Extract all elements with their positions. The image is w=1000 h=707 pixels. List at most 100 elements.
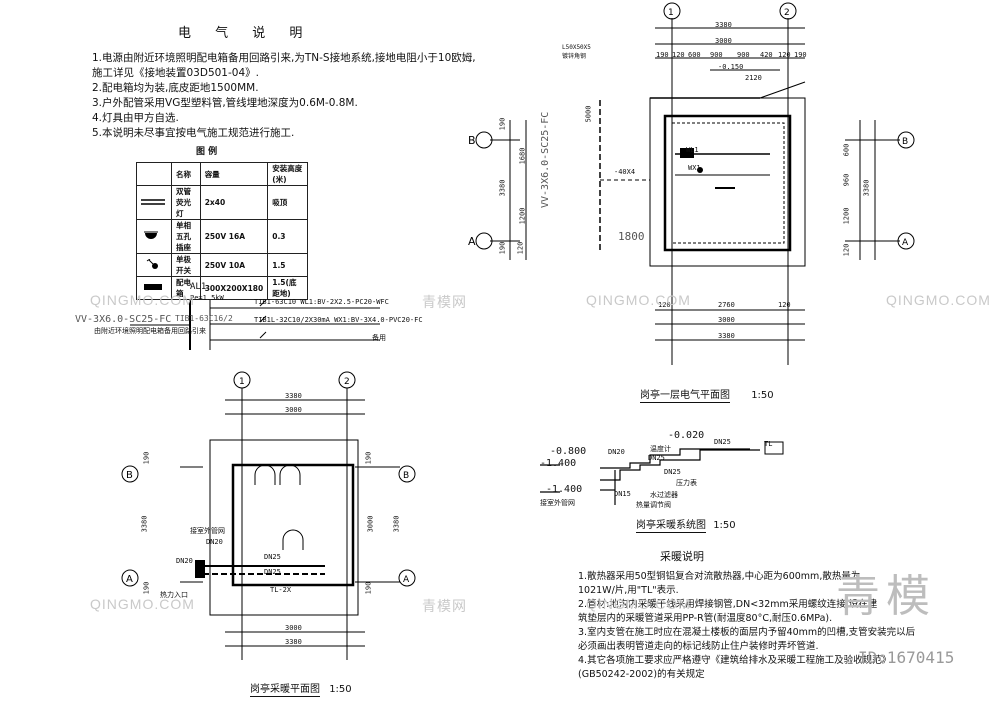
note-line: 1.电源由附近环境照明配电箱备用回路引来,为TN-S接地系统,接地电阻小于10欧… xyxy=(92,52,476,64)
elec-dim-bottom: 2760 xyxy=(718,301,735,309)
heat-note-line: 2.管材:地沟内采暖干线采用焊接钢管,DN<32mm采用螺纹连接,设在建 xyxy=(578,599,878,610)
legend-row: 单相五孔插座 250V 16A 0.3 xyxy=(136,219,308,254)
electrical-plan-drawing: B A B A 1 2 xyxy=(468,2,915,365)
elec-dim-bottom-total: 3380 xyxy=(718,332,735,340)
distribution-box-icon xyxy=(136,276,172,300)
elec-dim-bottom: 120 xyxy=(658,301,671,309)
heat-note-line: 3.室内支管在施工时应在混凝土楼板的面层内予留40mm的凹槽,支管安装完以后 xyxy=(578,627,916,638)
heat-label-radiator: TL-2X xyxy=(270,586,292,594)
heat-note-line: (GB50242-2002)的有关规定 xyxy=(578,669,705,680)
earth-distance-label: 1800 xyxy=(618,230,645,243)
legend-height: 吸顶 xyxy=(267,185,308,220)
elec-dim-top-part: 420 xyxy=(760,51,773,59)
heat-sys-pipe: DN15 xyxy=(614,490,631,498)
earth-conductor-label: -40X4 xyxy=(614,168,636,176)
elec-dim-top-total: 3380 xyxy=(715,21,732,29)
heat-axis-a-right: A xyxy=(403,575,410,585)
legend-name: 双管荧光灯 xyxy=(171,185,201,220)
elec-dim-left-total: 3380 xyxy=(498,179,507,197)
heat-dim-left: 190 xyxy=(142,581,151,595)
watermark-text: QINGMO.COM xyxy=(90,596,195,612)
heat-label-inlet: 热力入口 xyxy=(160,591,188,599)
note-line: 4.灯具由甲方自选. xyxy=(92,112,179,124)
legend-header: 名称 xyxy=(171,162,201,186)
heat-dim-bottom: 3000 xyxy=(285,624,302,632)
heat-sys-label-valve: 热量调节阀 xyxy=(636,501,671,509)
fluorescent-lamp-icon xyxy=(136,185,172,220)
heat-sys-label-filter: 水过滤器 xyxy=(650,491,678,499)
elec-dim-top-part: 190 xyxy=(656,51,669,59)
circuit-label-wx1: WX1 xyxy=(688,164,701,172)
axis-label-a: A xyxy=(468,235,476,248)
legend-height: 1.5 xyxy=(267,253,308,277)
heat-sys-level: -0.020 xyxy=(668,430,705,441)
heat-sys-pipe: DN25 xyxy=(664,468,681,476)
socket-icon xyxy=(136,219,172,254)
elec-dim-window: 2120 xyxy=(745,74,762,82)
box-label: AL1 xyxy=(190,282,207,292)
elec-dim-left-inner: 5000 xyxy=(584,105,593,123)
axis-label-b: B xyxy=(468,134,476,147)
heat-dim-left: 190 xyxy=(142,451,151,465)
legend-row: 双管荧光灯 2x40 吸顶 xyxy=(136,185,308,220)
heat-label-pipe: DN25 xyxy=(264,553,281,561)
watermark-logo: 青模 xyxy=(836,571,936,622)
heat-axis-b: B xyxy=(126,470,133,481)
elec-plan-title: 岗亭一层电气平面图 1:50 xyxy=(640,386,774,403)
spare-label: 备用 xyxy=(372,334,386,342)
heat-label-pipe: DN20 xyxy=(206,538,223,546)
legend-height: 0.3 xyxy=(267,219,308,254)
elec-dim-bottom: 120 xyxy=(778,301,791,309)
heat-sys-label-thermometer: 温度计 xyxy=(650,445,671,453)
elec-dim-top-inner: 3000 xyxy=(715,37,732,45)
elec-dim-right-total: 3380 xyxy=(862,179,871,197)
heat-note-line: 必须画出表明管道走向的标记线防止住户装修时弄坏管道. xyxy=(578,641,819,652)
axis-label-1: 1 xyxy=(668,8,674,18)
watermark-text: QINGMO.COM xyxy=(586,292,691,308)
elec-dim-left: 1680 xyxy=(518,147,527,165)
legend-name: 单极开关 xyxy=(171,253,201,277)
source-note: 由附近环境照明配电箱备用回路引来 xyxy=(94,327,206,335)
legend-name: 单相五孔插座 xyxy=(171,219,201,254)
legend-capacity: 2x40 xyxy=(199,185,269,220)
heat-dim-right-total: 3380 xyxy=(392,515,401,533)
heat-dim-right: 3000 xyxy=(366,515,375,533)
power-label: Pe=1.5kW xyxy=(190,294,224,302)
heating-system-diagram xyxy=(540,441,784,505)
heat-sys-pipe: DN25 xyxy=(648,454,665,462)
image-id: ID:1670415 xyxy=(858,648,955,667)
switch-icon xyxy=(136,253,172,277)
main-breaker-label: TIB1-63C16/2 xyxy=(175,314,233,323)
heat-dim-bottom: 3380 xyxy=(285,638,302,646)
heat-system-title-text: 岗亭采暖系统图 xyxy=(636,520,706,533)
heat-dim-top: 3380 xyxy=(285,392,302,400)
circuit-2-label: TIB1L-32C10/2X30mA WX1:BV-3X4.0-PVC20-FC xyxy=(254,316,423,324)
heat-sys-label-gauge: 压力表 xyxy=(676,479,697,487)
legend-table: 名称 容量 安装高度(米) 双管荧光灯 2x40 吸顶 单相五孔插座 250V … xyxy=(136,162,308,300)
note-line: 3.户外配管采用VG型塑料管,管线埋地深度为0.6M-0.8M. xyxy=(92,97,358,109)
legend-header-row: 名称 容量 安装高度(米) xyxy=(136,162,308,186)
axis-label-2: 2 xyxy=(784,8,790,18)
elec-dim-top-part: 900 xyxy=(737,51,750,59)
heating-plan-drawing: B A B A 1 2 xyxy=(121,371,416,660)
heat-label-pipe: DN20 xyxy=(176,557,193,565)
electrical-notes-title: 电 气 说 明 xyxy=(178,26,313,41)
heat-dim-left-total: 3380 xyxy=(140,515,149,533)
elec-dim-left: 120 xyxy=(516,241,525,255)
elec-plan-title-text: 岗亭一层电气平面图 xyxy=(640,390,730,403)
heat-sys-label-tl: TL xyxy=(764,440,773,448)
watermark-text: QINGMO.COM xyxy=(90,292,195,308)
elec-dim-top-part: 190 xyxy=(794,51,807,59)
circuit-1-label: TIB1-63C10 WL1:BV-2X2.5-PC20-WFC xyxy=(254,298,389,306)
heat-plan-title: 岗亭采暖平面图 1:50 xyxy=(250,680,352,697)
elec-dim-left: 190 xyxy=(498,117,507,131)
heat-sys-pipe: DN25 xyxy=(714,438,731,446)
heat-dim-right: 190 xyxy=(364,581,373,595)
legend-height: 1.5(底距地) xyxy=(267,276,308,300)
heat-sys-pipe: DN20 xyxy=(608,448,625,456)
heating-notes-title: 采暖说明 xyxy=(660,550,704,563)
legend-row: 单极开关 250V 10A 1.5 xyxy=(136,253,308,277)
watermark-text: 青模网 xyxy=(422,598,467,614)
heat-axis-b-right: B xyxy=(403,471,409,481)
elec-dim-right: 120 xyxy=(842,243,851,257)
